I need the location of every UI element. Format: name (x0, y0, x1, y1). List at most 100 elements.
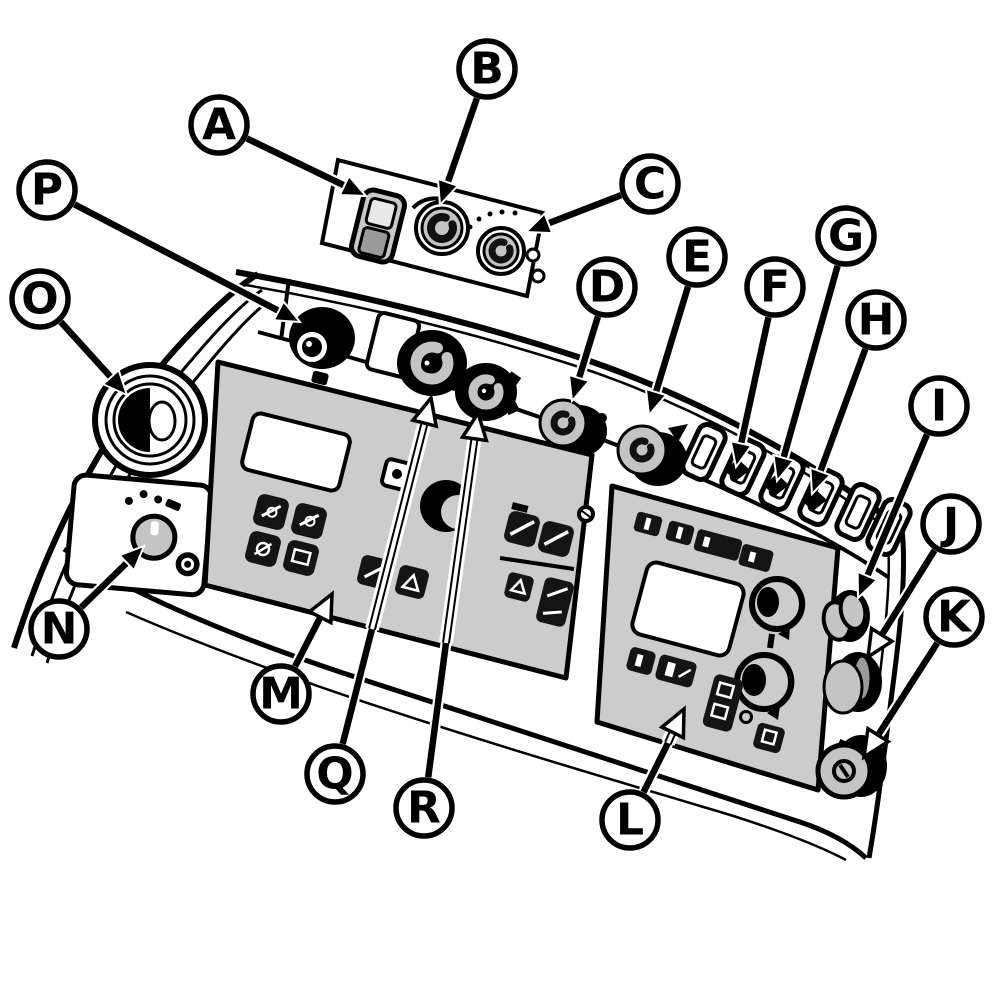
leader-arrowhead (117, 544, 146, 573)
leader-line (444, 438, 477, 644)
leader-line (58, 319, 114, 380)
button-grid-m (245, 494, 327, 576)
leader-line (444, 97, 480, 184)
leader-line (78, 560, 130, 610)
leader-line (424, 642, 450, 778)
knob-q (397, 330, 467, 396)
callout-circle (908, 375, 970, 437)
callout-circle (28, 598, 90, 660)
dial-graphic-1 (749, 576, 806, 649)
callout-J: J (865, 493, 982, 661)
knob-p (289, 307, 355, 386)
leader-line (780, 264, 841, 459)
callout-circle (188, 94, 250, 156)
knob-e (616, 424, 688, 486)
leader-line (879, 548, 938, 637)
round-port-o (92, 362, 208, 478)
callout-letter: I (931, 381, 947, 432)
dash-right-edge (866, 528, 907, 859)
control-panel-l (594, 483, 841, 793)
callout-K: K (861, 586, 985, 761)
leader-line (737, 316, 772, 445)
leader-arrowhead (101, 368, 129, 397)
knob-r (455, 363, 522, 421)
icon-buttons-l-top (633, 511, 774, 572)
small-button (175, 552, 200, 577)
knob-k (815, 735, 887, 800)
accessory-panel (319, 157, 546, 299)
leader-arrowhead (459, 408, 489, 443)
leader-line (817, 347, 869, 473)
leader-line (370, 422, 427, 630)
callout-M: M (250, 590, 334, 725)
knob-j (822, 652, 882, 715)
leader-arrowhead (865, 625, 896, 661)
control-panel-m (202, 359, 595, 681)
knob-d (538, 398, 607, 457)
leader-arrowhead (409, 393, 439, 429)
knob-c (467, 209, 546, 284)
leader-line (72, 201, 281, 314)
knob-i (821, 590, 870, 642)
callout-letter: C (634, 159, 666, 210)
key-panel-n (63, 472, 215, 598)
callout-letter: P (31, 165, 63, 216)
callout-circle (250, 663, 312, 725)
callout-H: H (809, 289, 907, 497)
callout-letter: R (407, 783, 441, 834)
icon-buttons-m-right (499, 502, 575, 627)
callout-letter: G (828, 211, 864, 262)
callout-circle (923, 586, 985, 648)
callout-R: R (393, 408, 489, 839)
callout-letter: O (21, 274, 58, 325)
callout-circle (619, 153, 681, 215)
callout-B: B (436, 38, 518, 208)
dash-bottom-edge (62, 546, 868, 860)
leader-line (640, 741, 671, 794)
callout-letter: K (937, 592, 973, 643)
leader-line (292, 610, 326, 668)
callout-letter: J (940, 499, 959, 550)
leader-line (339, 628, 376, 745)
callout-circle (744, 256, 806, 318)
leader-arrowhead (338, 174, 369, 198)
callout-I: I (856, 375, 970, 601)
display-l (630, 560, 746, 658)
rocker-switch (680, 422, 728, 482)
callout-E: E (644, 226, 728, 418)
callout-F: F (729, 256, 806, 470)
callout-letter: F (760, 262, 790, 313)
callout-letter: H (858, 295, 895, 346)
callout-letter: M (259, 669, 303, 720)
callout-O: O (9, 268, 129, 397)
callout-letter: A (202, 100, 236, 151)
rocker-switch (834, 482, 882, 542)
leader-arrowhead (856, 570, 879, 601)
leader-line (652, 285, 692, 393)
leader-line (666, 731, 675, 744)
callout-circle (599, 789, 661, 851)
callout-circle (815, 205, 877, 267)
leader-arrowhead (861, 725, 892, 761)
icon-buttons-l-bottom (626, 647, 785, 754)
leader-line (875, 641, 940, 737)
callout-circle (666, 226, 728, 288)
callout-C: C (523, 153, 681, 235)
display-m (240, 411, 352, 493)
callout-letter: L (616, 795, 644, 846)
callout-letter: Q (316, 749, 353, 800)
leader-arrowhead (567, 373, 591, 404)
leader-line (547, 192, 623, 227)
callout-D: D (567, 256, 638, 404)
callout-Q: Q (304, 393, 439, 805)
leader-arrowhead (306, 590, 334, 626)
callout-circle (845, 289, 907, 351)
callout-N: N (28, 544, 146, 660)
callout-circle (16, 159, 78, 221)
callout-circle (920, 493, 982, 555)
leader-arrowhead (523, 211, 554, 235)
panel-dot (597, 413, 607, 423)
